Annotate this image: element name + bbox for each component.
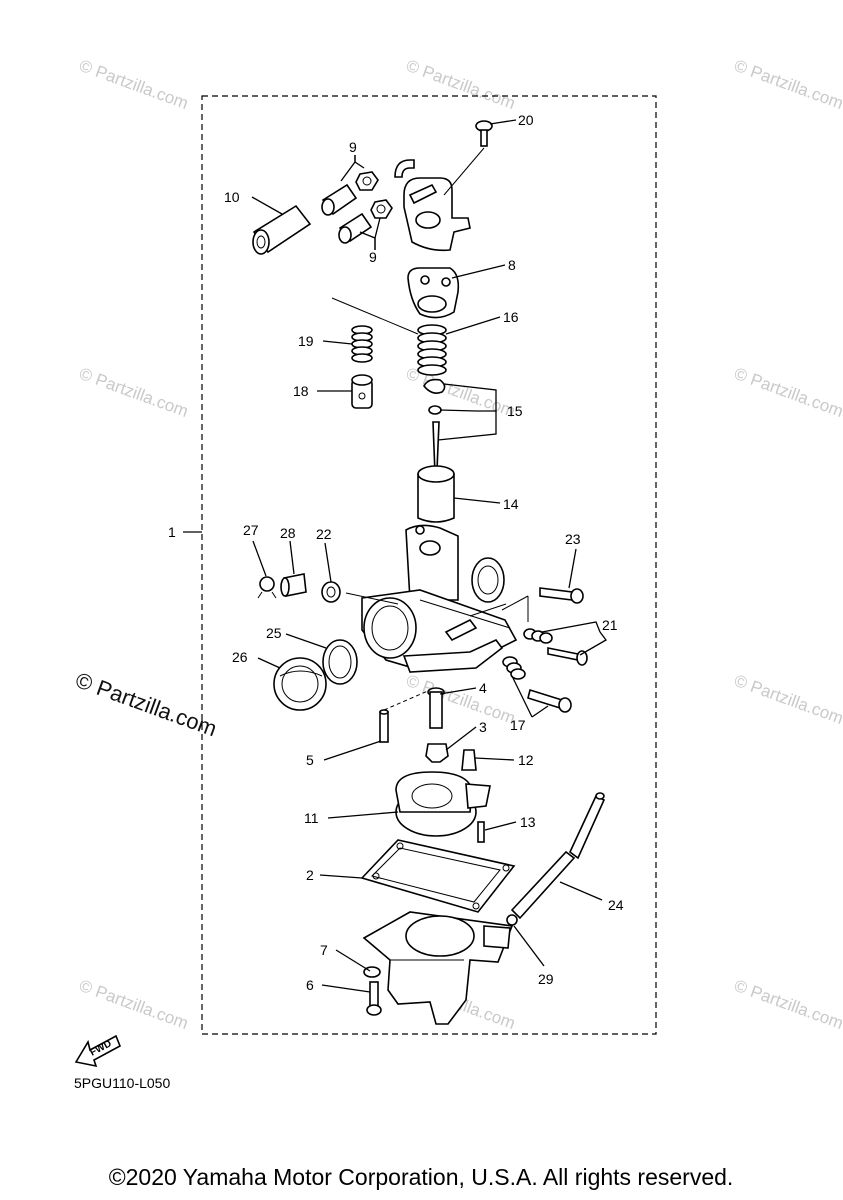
callout-4: 4 xyxy=(479,680,487,696)
part-13-float-pin xyxy=(477,821,485,843)
part-2-gasket xyxy=(360,839,516,913)
part-3-main-jet xyxy=(425,743,449,763)
part-12-needle-valve xyxy=(461,749,477,771)
part-8-plate xyxy=(407,267,460,319)
callout-11: 11 xyxy=(304,810,319,826)
part-23-screw xyxy=(539,587,584,604)
part-21-screw xyxy=(501,595,588,666)
callout-15: 15 xyxy=(507,403,523,419)
callout-13: 13 xyxy=(520,814,536,830)
part-float-chamber xyxy=(362,911,514,1025)
watermark: © Partzilla.com xyxy=(404,56,518,113)
part-fuel-pipe-cover xyxy=(394,147,485,252)
part-11-float xyxy=(395,771,491,837)
part-carburetor-body xyxy=(345,524,518,673)
callout-22: 22 xyxy=(316,526,332,542)
callout-2: 2 xyxy=(306,867,314,883)
part-17-screw xyxy=(502,656,572,713)
watermark: © Partzilla.com xyxy=(404,671,518,728)
callout-14: 14 xyxy=(503,496,519,512)
watermark: © Partzilla.com xyxy=(732,976,843,1033)
callout-19: 19 xyxy=(298,333,314,349)
watermark-large: © Partzilla.com xyxy=(72,667,220,741)
callout-23: 23 xyxy=(565,531,581,547)
part-6-screw xyxy=(366,981,382,1016)
callout-9-upper: 9 xyxy=(349,139,357,155)
fwd-arrow-icon: FWD xyxy=(74,1034,122,1068)
part-14-throttle-valve xyxy=(417,465,455,523)
part-18-plunger xyxy=(351,374,373,409)
part-22-nut xyxy=(321,581,341,603)
callout-8: 8 xyxy=(508,257,516,273)
part-25-ring xyxy=(322,639,358,685)
leader-lines xyxy=(183,119,607,993)
callout-27: 27 xyxy=(243,522,259,538)
part-5-pilot-jet xyxy=(379,689,431,743)
callout-25: 25 xyxy=(266,625,282,641)
callout-21: 21 xyxy=(602,617,618,633)
assembly-boundary xyxy=(201,95,657,1035)
part-9-joints xyxy=(321,171,393,244)
watermark: © Partzilla.com xyxy=(732,671,843,728)
callout-16: 16 xyxy=(503,309,519,325)
diagram-code: 5PGU110-L050 xyxy=(74,1075,170,1091)
callout-20: 20 xyxy=(518,112,534,128)
callout-18: 18 xyxy=(293,383,309,399)
callout-7: 7 xyxy=(320,942,328,958)
part-16-spring xyxy=(417,324,447,376)
callout-3: 3 xyxy=(479,719,487,735)
part-20-screw xyxy=(475,120,493,147)
part-28-tube xyxy=(280,573,307,597)
callout-10: 10 xyxy=(224,189,240,205)
watermark: © Partzilla.com xyxy=(732,364,843,421)
callout-24: 24 xyxy=(608,897,624,913)
watermark: © Partzilla.com xyxy=(77,976,191,1033)
callout-6: 6 xyxy=(306,977,314,993)
part-10-cap xyxy=(252,204,312,255)
callout-labels: 1 2 3 4 5 6 7 8 9 9 10 11 12 13 14 15 16… xyxy=(168,112,624,993)
callout-26: 26 xyxy=(232,649,248,665)
callout-5: 5 xyxy=(306,752,314,768)
callout-29: 29 xyxy=(538,971,554,987)
part-26-ring xyxy=(273,657,327,711)
copyright-notice: ©2020 Yamaha Motor Corporation, U.S.A. A… xyxy=(109,1164,734,1190)
watermark: © Partzilla.com xyxy=(77,56,191,113)
callout-12: 12 xyxy=(518,752,534,768)
part-29-clip xyxy=(506,914,518,926)
watermark: © Partzilla.com xyxy=(77,364,191,421)
part-24-hose xyxy=(510,792,606,920)
part-27-clip xyxy=(257,576,277,599)
callout-1: 1 xyxy=(168,524,176,540)
callout-17: 17 xyxy=(510,717,526,733)
part-19-spring xyxy=(331,297,419,363)
callout-28: 28 xyxy=(280,525,296,541)
callout-9-lower: 9 xyxy=(369,249,377,265)
watermark: © Partzilla.com xyxy=(732,56,843,113)
